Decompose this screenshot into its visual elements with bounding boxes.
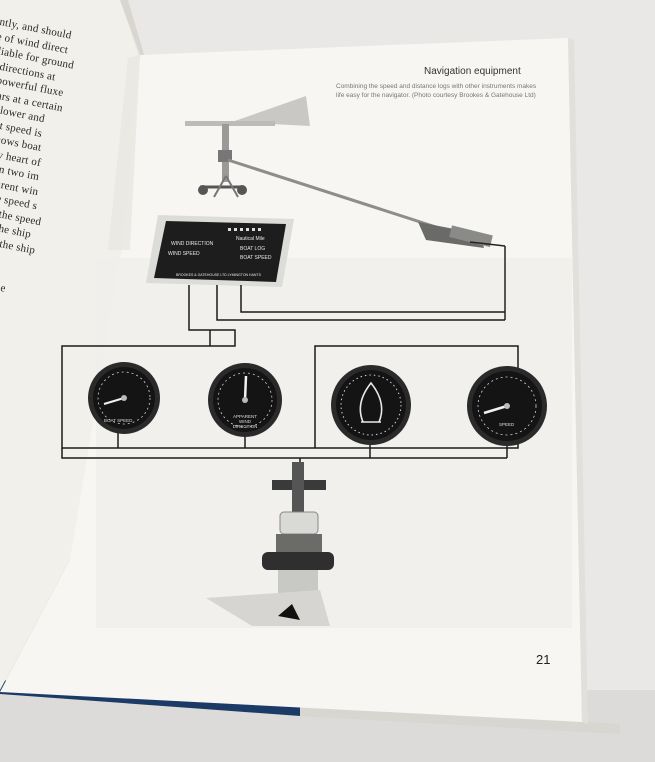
gauge-label-speed: SPEED (499, 422, 515, 427)
speed-log-sensor (227, 158, 506, 320)
gauge-compass-heading (331, 365, 411, 445)
page-number: 21 (536, 652, 551, 667)
left-page (0, 0, 140, 690)
panel-brand: Nautical Mile (236, 236, 265, 242)
gauge-speed (467, 366, 547, 446)
display-panel (146, 215, 294, 287)
gauge-label-boat-speed: BOAT SPEED (104, 418, 133, 423)
gauge-label-apparent-wind-direction: APPARENT WIND DIRECTION (232, 414, 258, 429)
panel-wind-direction: WIND DIRECTION (171, 241, 214, 247)
panel-boat-speed: BOAT SPEED (240, 255, 272, 261)
panel-wind-speed: WIND SPEED (168, 251, 200, 257)
panel-boat-log: BOAT LOG (240, 246, 266, 252)
masthead-unit (185, 96, 310, 198)
through-hull-transducer (206, 462, 334, 626)
chapter-header: Navigation equipment (424, 66, 521, 77)
left-page-text: ently, and should ce of wind direct reli… (0, 14, 75, 295)
gauge-boat-speed (88, 362, 160, 434)
panel-footer: BROOKES & GATEHOUSE LTD LYMINGTON HANTS (176, 273, 261, 277)
left-page-text-area: ently, and should ce of wind direct reli… (0, 0, 140, 700)
figure-caption: Combining the speed and distance logs wi… (336, 83, 537, 99)
wiring (61, 285, 519, 478)
gauge-apparent-wind-direction (208, 363, 282, 437)
